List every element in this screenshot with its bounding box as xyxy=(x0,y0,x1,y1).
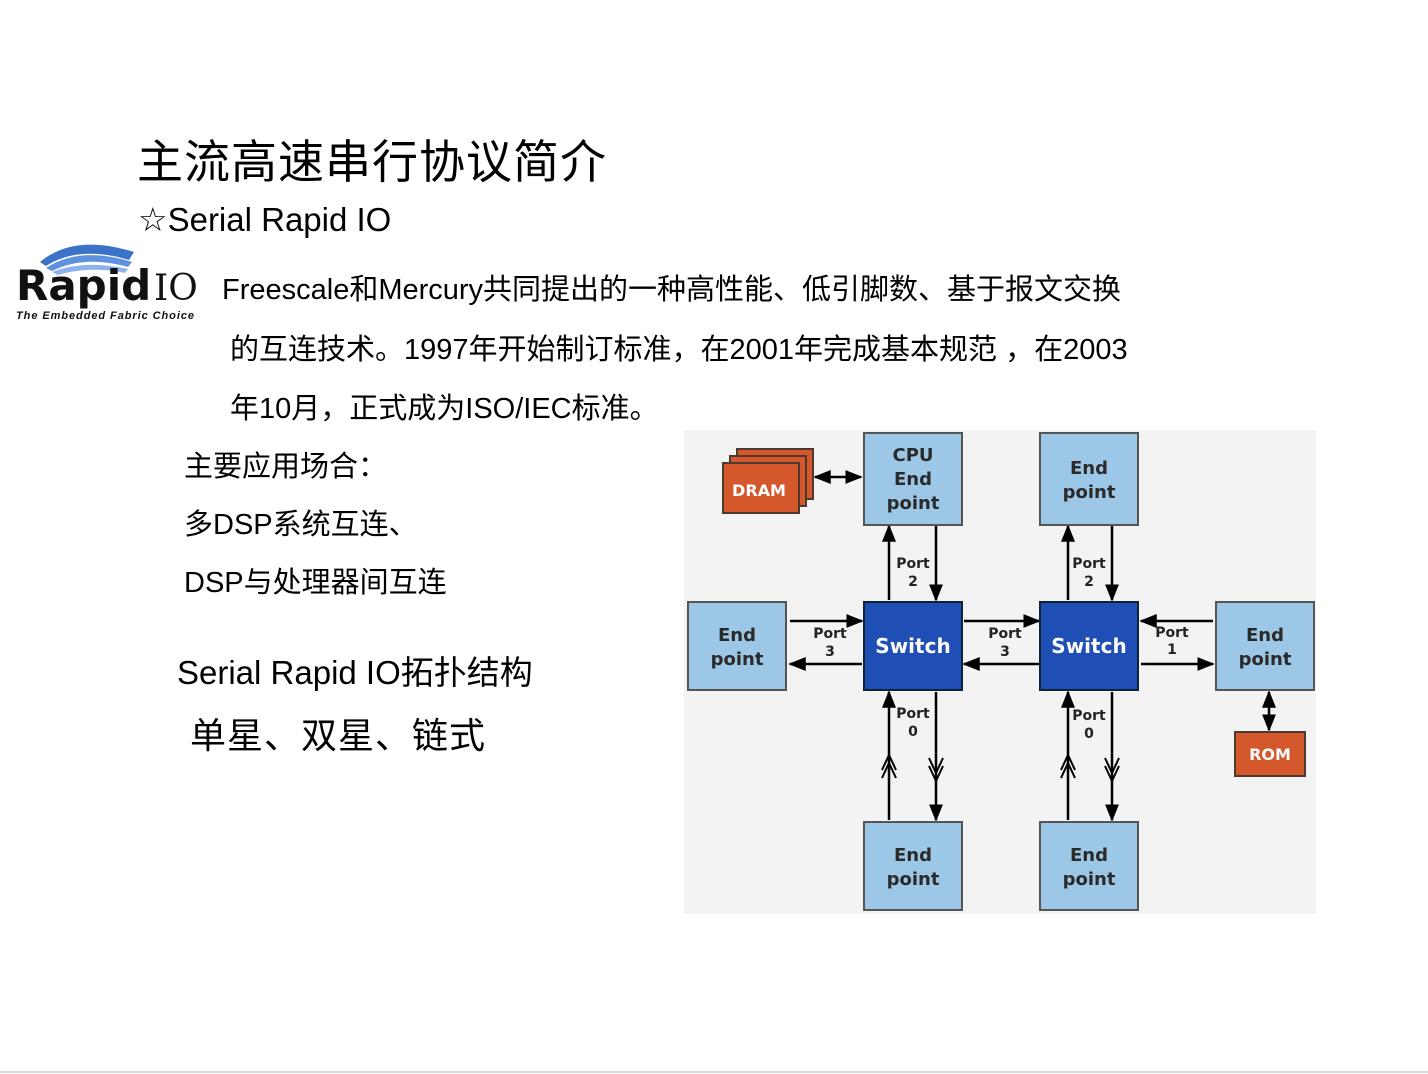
endpoint-left: End point xyxy=(687,601,787,691)
svg-text:End: End xyxy=(1070,458,1108,479)
svg-text:point: point xyxy=(1063,869,1116,890)
rom-module: ROM xyxy=(1234,731,1306,777)
svg-text:point: point xyxy=(887,869,940,890)
svg-text:CPU: CPU xyxy=(892,445,933,466)
application-item: 多DSP系统互连、 xyxy=(184,509,418,541)
svg-text:point: point xyxy=(1239,649,1292,670)
slide-subtitle: ☆Serial Rapid IO xyxy=(138,201,392,238)
description-line-1: Freescale和Mercury共同提出的一种高性能、低引脚数、基于报文交换 xyxy=(222,274,1122,306)
svg-text:3: 3 xyxy=(1000,644,1010,660)
port-labels: Port 2 Port 2 Port 3 Port 3 Port 1 Port … xyxy=(813,556,1189,742)
svg-text:Port: Port xyxy=(813,626,847,642)
svg-text:Switch: Switch xyxy=(1051,634,1126,658)
description-line-3: 年10月，正式成为ISO/IEC标准。 xyxy=(230,393,659,425)
wave-emblem-icon xyxy=(40,244,134,275)
svg-text:1: 1 xyxy=(1167,642,1177,658)
topology-types: 单星、双星、链式 xyxy=(190,716,487,757)
svg-text:End: End xyxy=(1070,845,1108,866)
switch-left: Switch xyxy=(863,601,963,691)
svg-text:Port: Port xyxy=(1072,708,1106,724)
svg-text:Port: Port xyxy=(1155,625,1189,641)
endpoint-bottom-right: End point xyxy=(1039,821,1139,911)
svg-text:3: 3 xyxy=(825,644,835,660)
switch-right: Switch xyxy=(1039,601,1139,691)
topology-title: Serial Rapid IO拓扑结构 xyxy=(177,654,533,691)
svg-text:Port: Port xyxy=(1072,556,1106,572)
bottom-divider xyxy=(0,1071,1428,1073)
svg-text:End: End xyxy=(894,469,932,490)
rom-label: ROM xyxy=(1249,745,1291,764)
svg-text:0: 0 xyxy=(1084,726,1094,742)
dram-module: DRAM xyxy=(722,448,814,514)
svg-text:Port: Port xyxy=(896,556,930,572)
rapidio-topology-diagram: DRAM ROM CPU End point End point End poi… xyxy=(684,430,1316,914)
endpoint-bottom-left: End point xyxy=(863,821,963,911)
svg-text:2: 2 xyxy=(908,574,918,590)
svg-text:End: End xyxy=(1246,625,1284,646)
endpoint-right: End point xyxy=(1215,601,1315,691)
bidirectional-chevrons xyxy=(881,752,1120,784)
slide-title: 主流高速串行协议简介 xyxy=(137,135,607,189)
svg-text:0: 0 xyxy=(908,724,918,740)
connection-arrows xyxy=(788,470,1276,822)
endpoint-top-right: End point xyxy=(1039,432,1139,526)
svg-text:End: End xyxy=(718,625,756,646)
svg-text:point: point xyxy=(711,649,764,670)
description-line-2: 的互连技术。1997年开始制订标准，在2001年完成基本规范 ，在2003 xyxy=(230,334,1128,366)
rapidio-logo: Rapid IO The Embedded Fabric Choice xyxy=(16,244,198,322)
svg-text:Port: Port xyxy=(988,626,1022,642)
dram-label: DRAM xyxy=(732,481,786,500)
svg-text:point: point xyxy=(887,493,940,514)
svg-text:Port: Port xyxy=(896,706,930,722)
svg-text:End: End xyxy=(894,845,932,866)
logo-tagline: The Embedded Fabric Choice xyxy=(16,310,194,322)
svg-text:Switch: Switch xyxy=(875,634,950,658)
application-item: DSP与处理器间互连 xyxy=(184,567,447,599)
logo-wordmark-thin: IO xyxy=(154,268,198,309)
svg-text:point: point xyxy=(1063,482,1116,503)
svg-text:2: 2 xyxy=(1084,574,1094,590)
cpu-endpoint: CPU End point xyxy=(863,432,963,526)
logo-wordmark-bold: Rapid xyxy=(16,261,151,310)
applications-heading: 主要应用场合： xyxy=(184,451,388,483)
